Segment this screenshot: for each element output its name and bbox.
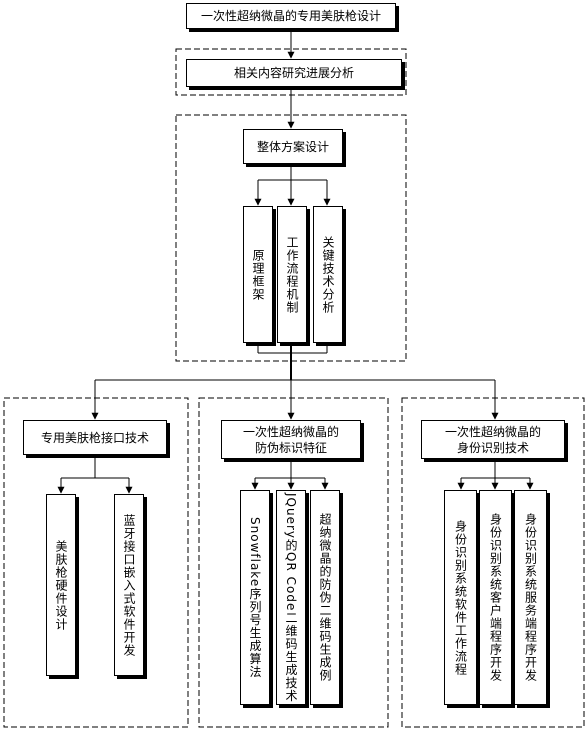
branch-interface-node: 专用美肤枪接口技术 [23,420,167,455]
overall-child-label: 原理框架 [251,248,265,301]
title-node: 一次性超纳微晶的专用美肤枪设计 [186,3,396,29]
branch-3-child-server: 身份识别系统服务端程序开发 [514,490,547,705]
overall-child-workflow: 工作流程机制 [277,206,307,343]
branch-3-child-workflow: 身份识别系统软件工作流程 [444,490,477,705]
title-node-label: 一次性超纳微晶的专用美肤枪设计 [200,9,381,23]
branch-child-label: Snowflake序列号生成算法 [248,516,262,679]
branch-3-child-client: 身份识别系统客户端程序开发 [479,490,512,705]
branch-label: 一次性超纳微晶的 防伪标识特征 [242,424,339,455]
branch-label: 一次性超纳微晶的 身份识别技术 [444,424,541,455]
branch-1-child-bluetooth: 蓝牙接口嵌入式软件开发 [114,494,144,676]
overall-child-principle: 原理框架 [243,206,273,343]
branch-child-label: JQuery的QR Code二维码生成技术 [284,492,298,703]
branch-1-group-frame [3,397,189,728]
branch-child-label: 美肤枪硬件设计 [54,539,68,631]
overall-node: 整体方案设计 [243,129,343,164]
branch-2-group-frame [198,397,389,728]
branch-2-child-qrcode: JQuery的QR Code二维码生成技术 [276,490,306,705]
overall-child-key-tech: 关键技术分析 [313,206,343,343]
branch-anticounterfeit-node: 一次性超纳微晶的 防伪标识特征 [221,420,361,459]
branch-child-label: 身份识别系统服务端程序开发 [523,513,538,682]
branch-child-label: 身份识别系统软件工作流程 [453,519,468,676]
research-node-label: 相关内容研究进展分析 [233,66,354,80]
overall-child-label: 关键技术分析 [321,235,335,314]
branch-3-group-frame [401,397,585,728]
branch-child-label: 蓝牙接口嵌入式软件开发 [122,513,136,657]
overall-node-label: 整体方案设计 [256,139,329,154]
branch-1-child-hardware: 美肤枪硬件设计 [46,494,76,676]
branch-2-child-example: 超纳微晶的防伪二维码生成例 [310,490,340,705]
branch-child-label: 超纳微晶的防伪二维码生成例 [318,513,332,682]
branch-identity-node: 一次性超纳微晶的 身份识别技术 [421,420,565,459]
branch-label: 专用美肤枪接口技术 [40,430,149,445]
overall-child-label: 工作流程机制 [285,235,299,314]
branch-2-child-snowflake: Snowflake序列号生成算法 [240,490,270,705]
branch-child-label: 身份识别系统客户端程序开发 [488,513,503,682]
research-node: 相关内容研究进展分析 [186,59,402,87]
